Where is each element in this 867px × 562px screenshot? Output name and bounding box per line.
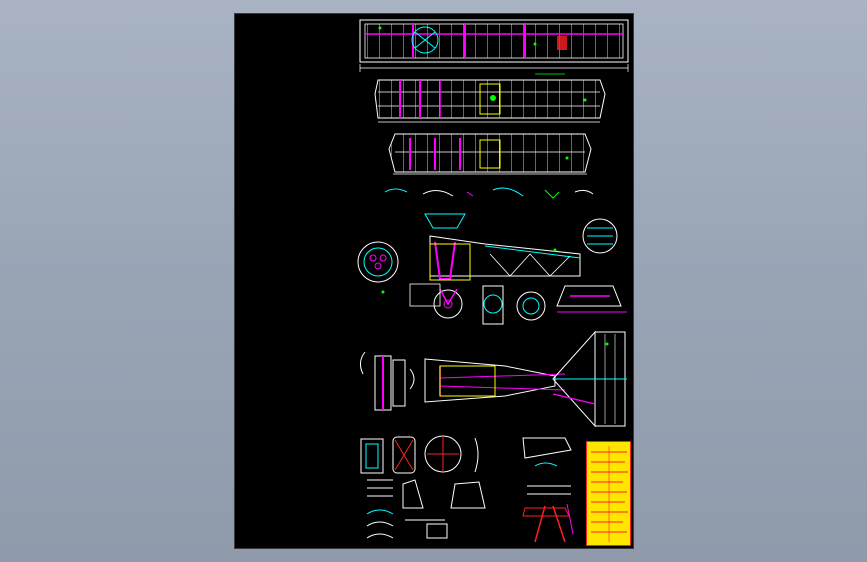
third-wing-plan (388, 133, 592, 175)
parts-templates (360, 435, 574, 543)
dimension-markers (378, 26, 609, 346)
fuselage-top-view (359, 330, 627, 428)
drawing-sheet[interactable] (234, 13, 634, 549)
fuselage-side-view (357, 213, 627, 325)
cad-drawing (357, 19, 629, 543)
title-block-lines (591, 446, 628, 542)
upper-wing-plan (359, 19, 629, 75)
lower-wing-plan (374, 79, 606, 123)
rib-profiles (384, 187, 594, 199)
title-block-table (586, 441, 631, 546)
